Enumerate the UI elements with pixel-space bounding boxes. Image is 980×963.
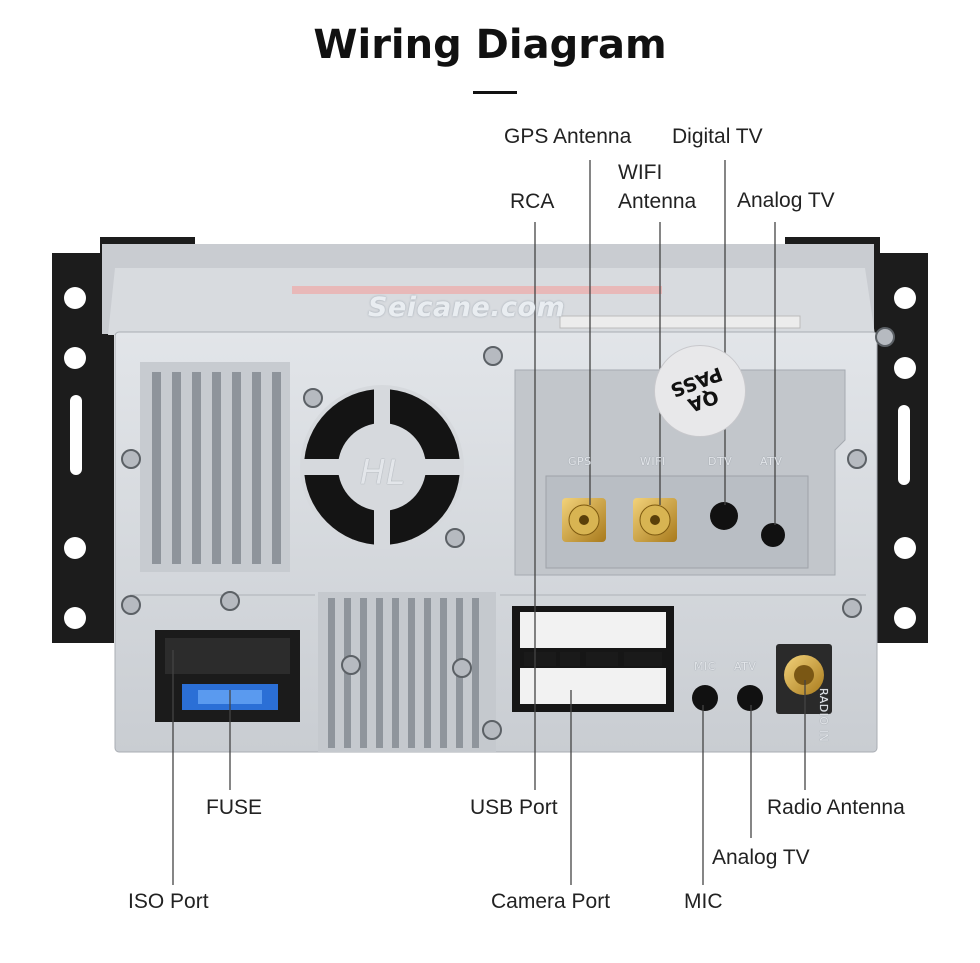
rca-usb-camera-connector-block — [512, 606, 674, 712]
iso-port-connector — [155, 630, 300, 722]
label-digital-tv: Digital TV — [672, 125, 763, 148]
radio-antenna-socket — [776, 644, 832, 714]
label-usb-port: USB Port — [470, 796, 558, 819]
atv-bottom-jack — [737, 685, 763, 711]
seicane-watermark: Seicane.com — [368, 292, 566, 323]
label-wifi-antenna-line2: Antenna — [618, 190, 697, 213]
fan-logo: HL — [360, 453, 406, 493]
atv-top-jack — [761, 523, 785, 547]
label-mic: MIC — [684, 890, 723, 913]
screws — [121, 327, 895, 740]
label-analog-tv-bottom: Analog TV — [712, 846, 810, 869]
gps-sma-connector — [562, 498, 606, 542]
cooling-fan — [300, 385, 464, 549]
label-analog-tv-top: Analog TV — [737, 189, 835, 212]
label-wifi-antenna-line1: WIFI — [618, 161, 663, 184]
wifi-marking: WIFI — [640, 455, 666, 468]
dtv-jack — [710, 502, 738, 530]
dtv-marking: DTV — [708, 455, 733, 468]
title-underline — [473, 91, 517, 94]
label-gps-antenna: GPS Antenna — [504, 125, 632, 148]
atv-bottom-marking: ATV — [734, 660, 757, 673]
label-iso-port: ISO Port — [128, 890, 209, 913]
mic-jack — [692, 685, 718, 711]
diagram-title: Wiring Diagram — [313, 22, 667, 68]
label-fuse: FUSE — [206, 796, 263, 819]
qa-pass-badge: QA PASS — [654, 345, 746, 437]
rear-panel — [114, 331, 878, 753]
leader-lines — [172, 160, 806, 885]
atv-top-marking: ATV — [760, 455, 783, 468]
top-chassis — [102, 244, 875, 335]
label-camera-port: Camera Port — [491, 890, 611, 913]
gps-marking: GPS — [568, 455, 592, 468]
mic-marking: MIC — [694, 660, 716, 673]
radio-in-marking: RADIO IN — [817, 688, 830, 743]
label-rca: RCA — [510, 190, 555, 213]
label-radio-antenna: Radio Antenna — [767, 796, 905, 819]
wifi-sma-connector — [633, 498, 677, 542]
